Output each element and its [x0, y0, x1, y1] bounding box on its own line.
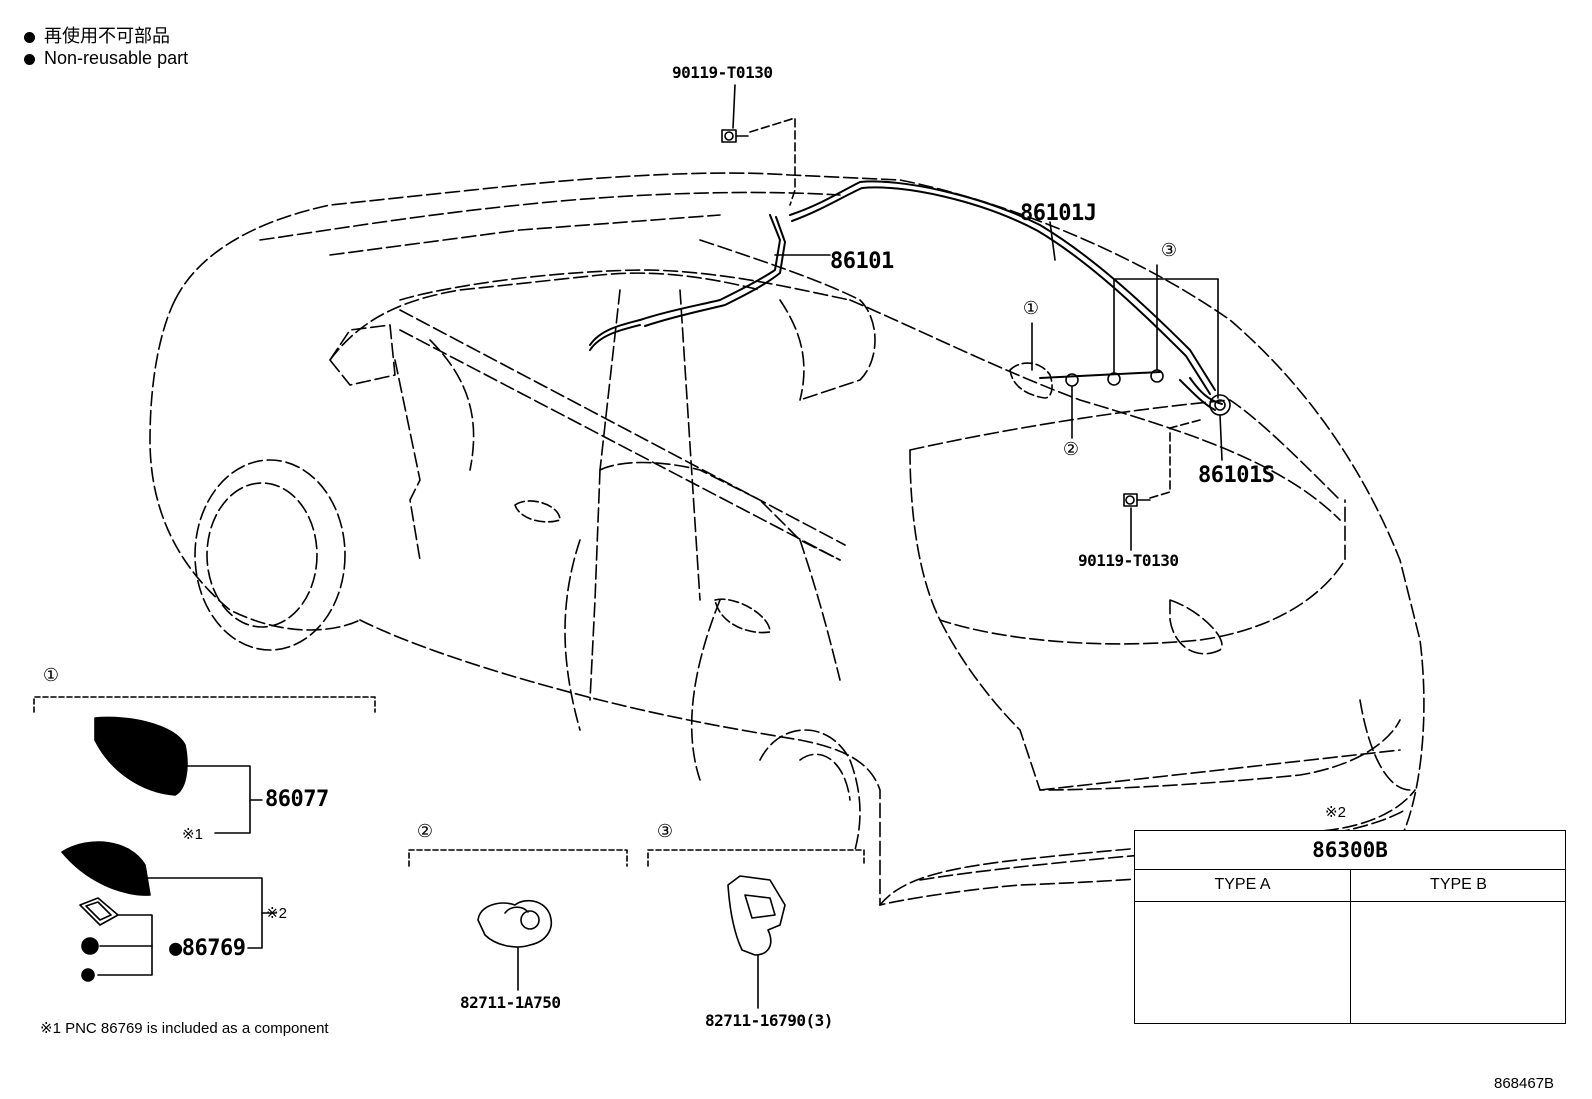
leader-bolt-top [749, 117, 796, 206]
door-handles [514, 500, 771, 634]
label-86101S: 86101S [1198, 463, 1275, 488]
label-bolt-bottom: 90119-T0130 [1078, 551, 1179, 570]
legend-jp-text: 再使用不可部品 [44, 26, 170, 46]
type-box-marker: ※2 [1325, 804, 1346, 821]
label-86769: ●86769 [169, 936, 246, 961]
type-box-title: 86300B [1135, 831, 1565, 870]
bolt-top-icon [721, 129, 749, 143]
marker-two-car: ② [1062, 439, 1080, 459]
detail-one-bracket [33, 696, 376, 713]
leader-parts-group [97, 914, 153, 976]
bullet-icon [24, 53, 35, 65]
detail-two-bracket [408, 849, 628, 867]
type-a-column: TYPE A [1135, 869, 1350, 1023]
note1-marker: ※1 [182, 826, 203, 843]
detail-three-bracket [647, 849, 865, 867]
wire-harness [589, 180, 1223, 411]
antenna-cover-icon [94, 716, 188, 796]
leader-bolt-top-label [732, 84, 736, 129]
bolt-bottom-icon [1123, 493, 1151, 507]
type-box: 86300B TYPE A TYPE B [1134, 830, 1566, 1024]
marker-one-car: ① [1022, 298, 1040, 318]
nut-icon [81, 937, 99, 982]
leader-86077 [184, 765, 251, 834]
label-82711-16790: 82711-16790(3) [705, 1011, 833, 1030]
type-b-label: TYPE B [1351, 869, 1566, 902]
leader-86101S [1219, 414, 1223, 461]
figure-id: 868467B [1494, 1075, 1555, 1092]
label-82711-1A750: 82711-1A750 [460, 993, 561, 1012]
clamp-a-icon [477, 899, 552, 948]
leader-86101J [1049, 221, 1056, 261]
gasket-icon [79, 897, 119, 926]
footnote: ※1 PNC 86769 is included as a component [40, 1020, 329, 1037]
marker-three-car: ③ [1160, 240, 1178, 260]
clamp-b-icon [727, 875, 786, 956]
leader-bolt-bottom [1149, 419, 1201, 499]
legend-jp: 再使用不可部品 [24, 22, 170, 48]
antenna-base-icon [61, 841, 151, 896]
leader-three [1113, 264, 1219, 399]
marker-one-detail: ① [42, 665, 60, 685]
label-bolt-top: 90119-T0130 [672, 63, 773, 82]
wheel-front [194, 459, 346, 651]
label-86101J: 86101J [1020, 201, 1097, 226]
bullet-icon [24, 31, 35, 43]
note2-marker: ※2 [266, 905, 287, 922]
legend-en: Non-reusable part [24, 48, 188, 69]
marker-two-detail: ② [416, 821, 434, 841]
side-mirror [329, 324, 396, 386]
marker-three-detail: ③ [656, 821, 674, 841]
type-a-label: TYPE A [1135, 869, 1350, 902]
car-body-outline [149, 172, 1425, 906]
type-b-column: TYPE B [1350, 869, 1566, 1023]
label-86101: 86101 [830, 249, 894, 274]
label-86077: 86077 [265, 787, 329, 812]
roof-antenna [1009, 362, 1053, 399]
wheel-rear [759, 729, 861, 851]
legend-en-text: Non-reusable part [44, 48, 189, 68]
